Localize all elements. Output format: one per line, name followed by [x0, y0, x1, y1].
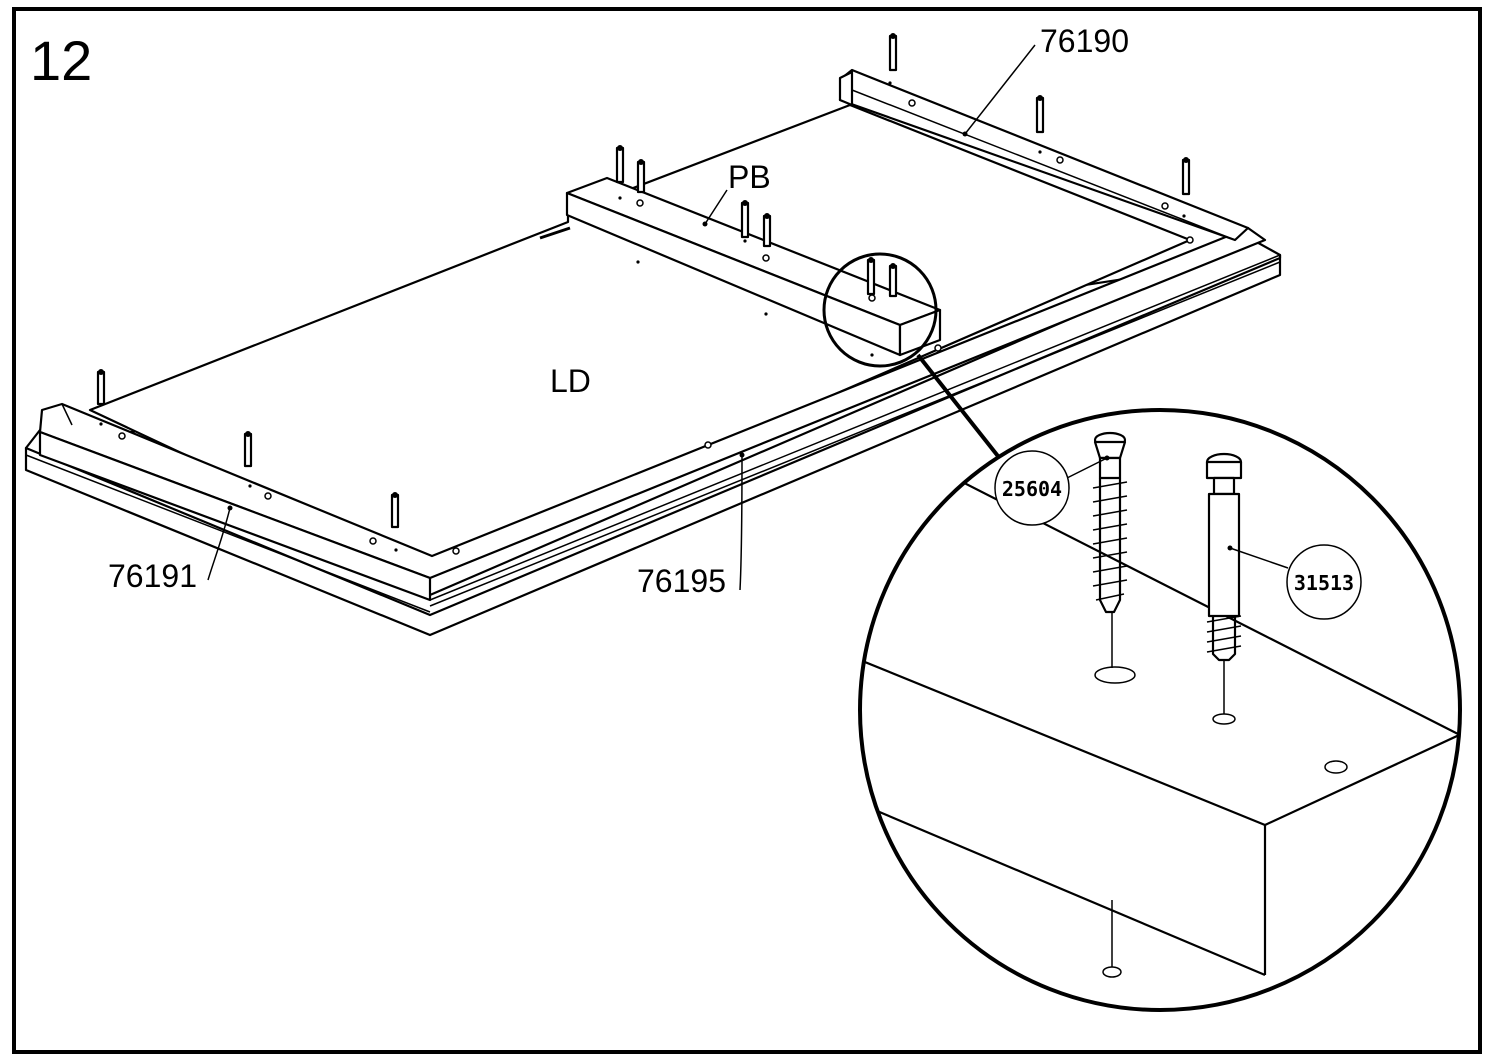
label-board-left: 76191 — [108, 558, 197, 594]
board-right-end — [838, 70, 854, 107]
label-panel: LD — [550, 363, 591, 399]
label-board-right: 76190 — [1040, 23, 1129, 59]
step-number: 12 — [30, 29, 92, 92]
step-frame — [12, 7, 1482, 1054]
detail-view: 25604 31513 — [858, 408, 1462, 1012]
detail-circle — [858, 408, 1462, 1012]
callout-25604 — [994, 450, 1070, 526]
board-pb-end — [898, 308, 942, 357]
zoom-source-circle — [822, 252, 938, 368]
frame-assembly — [24, 33, 1282, 637]
callout-31513 — [1286, 544, 1362, 620]
screw-25604 — [1092, 431, 1128, 614]
cam-bolt-31513 — [1205, 452, 1243, 662]
leader-lines — [207, 44, 1036, 591]
fastener-pins — [96, 33, 1191, 529]
board-holes — [99, 81, 1194, 555]
label-board-center: PB — [728, 159, 771, 195]
part-number-cam-bolt: 31513 — [1294, 571, 1354, 595]
part-number-screw: 25604 — [1002, 477, 1062, 501]
label-rail-front: 76195 — [637, 563, 726, 599]
